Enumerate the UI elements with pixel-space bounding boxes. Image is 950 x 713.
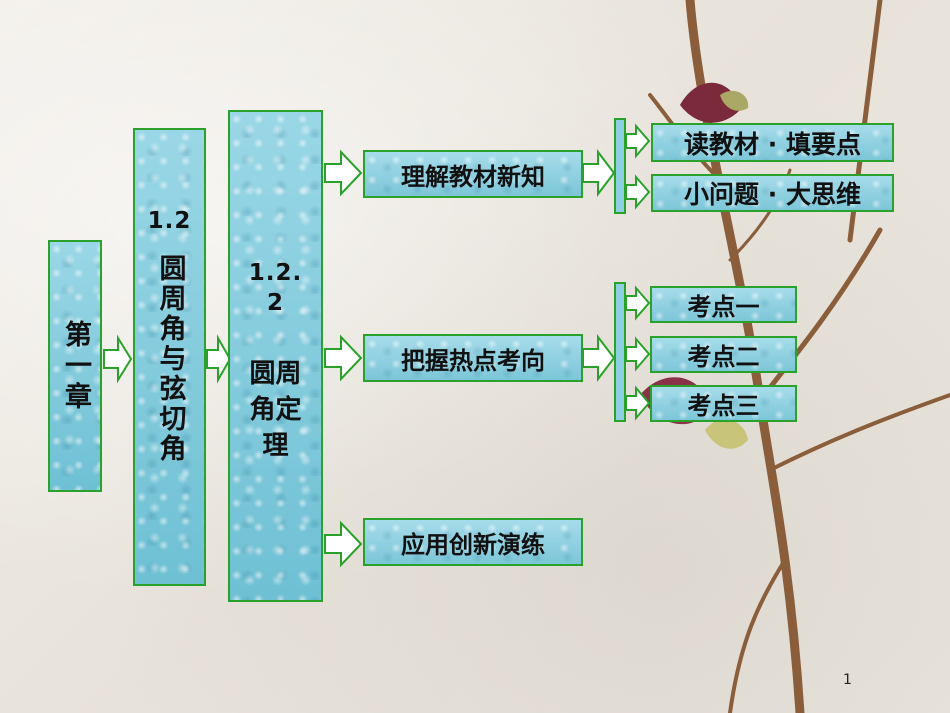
arrow-branch-2-out [582,334,616,382]
leaf-2-3-label: 考点三 [687,392,760,420]
arrow-branch-1-out [582,149,616,197]
leaf-box-2-1: 考点一 [650,286,797,323]
branch-box-3: 应用创新演练 [363,518,583,566]
leaf-box-1-2: 小问题 · 大思维 [651,174,894,212]
leaf-2-1-label: 考点一 [687,293,760,321]
bracket-bar-1 [614,118,626,214]
subsection-number-line-2: 2 [266,290,284,316]
arrow-chapter-to-section [103,334,133,384]
chapter-box: 第一章 [48,240,102,492]
leaf-box-2-2: 考点二 [650,336,797,373]
subsection-title: 圆周角定理 [249,359,302,461]
arrow-to-branch-1 [324,149,363,197]
subsection-box: 1.2. 2 圆周角定理 [228,110,323,602]
branch-3-label: 应用创新演练 [401,530,545,559]
section-box: 1.2 圆周角与弦切角 [133,128,206,586]
branch-box-2: 把握热点考向 [363,334,583,382]
leaf-1-1-label: 读教材 · 填要点 [684,129,861,159]
branch-1-label: 理解教材新知 [401,162,545,191]
subsection-number-line-1: 1.2. [248,260,303,286]
arrow-to-leaf-1-1 [625,123,651,159]
arrow-to-branch-3 [324,520,363,568]
branch-box-1: 理解教材新知 [363,150,583,198]
chapter-label: 第一章 [60,319,91,413]
arrow-to-leaf-2-1 [625,285,651,321]
leaf-2-2-label: 考点二 [687,343,760,371]
leaf-box-2-3: 考点三 [650,385,797,422]
arrow-to-branch-2 [324,334,363,382]
arrow-to-leaf-2-3 [625,385,651,421]
section-number: 1.2 [147,208,192,234]
section-title: 圆周角与弦切角 [154,254,186,464]
arrow-to-leaf-1-2 [625,174,651,210]
page-number: 1 [843,672,852,688]
branch-2-label: 把握热点考向 [401,346,545,375]
leaf-1-2-label: 小问题 · 大思维 [684,180,861,209]
arrow-to-leaf-2-2 [625,336,651,372]
arrow-section-to-subsection [206,334,232,384]
leaf-box-1-1: 读教材 · 填要点 [651,123,894,162]
bracket-bar-2 [614,282,626,422]
